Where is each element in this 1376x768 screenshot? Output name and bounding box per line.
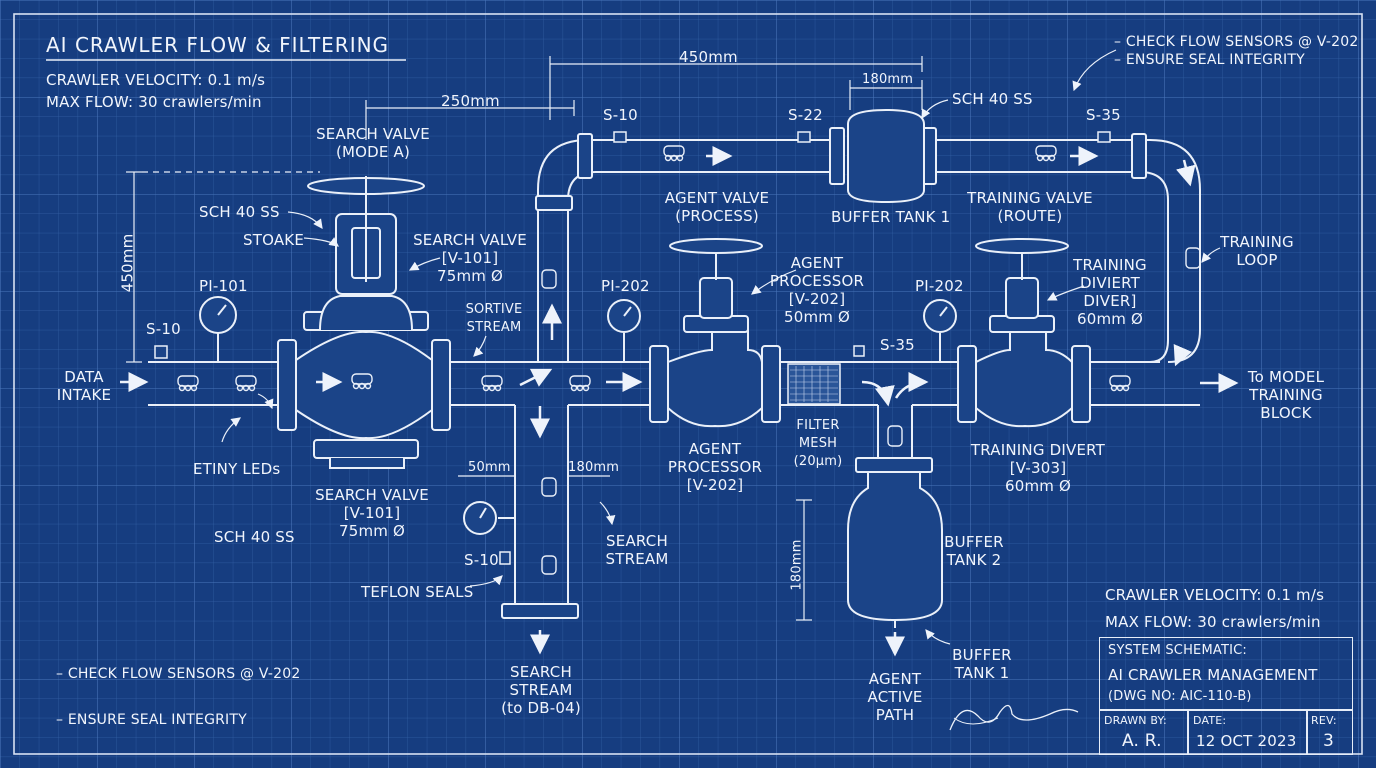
spec-velocity-right: CRAWLER VELOCITY: 0.1 m/s	[1105, 586, 1325, 604]
label-agent-valve: AGENT VALVE (PROCESS)	[664, 189, 770, 225]
sensor-pi202-left: PI-202	[601, 277, 650, 295]
title-block-divider-col1	[1187, 709, 1189, 755]
note-top-2: – ENSURE SEAL INTEGRITY	[1114, 52, 1305, 68]
label-agent-processor-top: AGENT PROCESSOR [V-202] 50mm Ø	[769, 254, 865, 326]
label-agent-active-path: AGENT ACTIVE PATH	[867, 670, 923, 724]
label-agent-processor-bottom: AGENT PROCESSOR [V-202]	[667, 440, 763, 494]
sensor-pi202-right: PI-202	[915, 277, 964, 295]
crawlers	[177, 145, 1201, 575]
note-bottom-1: – CHECK FLOW SENSORS @ V-202	[56, 666, 301, 682]
gauges	[199, 296, 957, 535]
dim-450-left: 450mm	[118, 233, 137, 293]
title-block-system-name: AI CRAWLER MANAGEMENT	[1108, 666, 1318, 684]
title-block-drawn-by-label: DRAWN BY:	[1104, 714, 1167, 727]
sensor-s10-top: S-10	[603, 106, 638, 124]
label-search-valve-right: SEARCH VALVE [V-101] 75mm Ø	[413, 231, 527, 285]
sensor-s35-top: S-35	[1086, 106, 1121, 124]
label-search-valve-top: SEARCH VALVE (MODE A)	[316, 125, 430, 161]
leader-lines	[221, 49, 1221, 645]
title-block-divider-col2	[1306, 709, 1308, 755]
sensor-s10-down: S-10	[464, 551, 499, 569]
title-block-divider-row	[1099, 709, 1353, 711]
filter-mesh	[787, 363, 841, 405]
dim-180-top: 180mm	[862, 72, 914, 87]
title-block-date-label: DATE:	[1193, 714, 1227, 727]
sensor-s10-left: S-10	[146, 320, 181, 338]
dim-250: 250mm	[441, 92, 500, 110]
label-sch40-bottom: SCH 40 SS	[214, 528, 295, 546]
signature	[949, 704, 1079, 731]
title-block-rev: 3	[1323, 731, 1335, 751]
label-teflon-seals: TEFLON SEALS	[361, 583, 474, 601]
spec-velocity-top: CRAWLER VELOCITY: 0.1 m/s	[46, 71, 266, 89]
flanges	[277, 127, 1147, 619]
dim-180-mid: 180mm	[568, 460, 620, 475]
buffer-tank-2	[847, 471, 943, 628]
label-training-divert: TRAINING DIVERT [V-303] 60mm Ø	[970, 441, 1106, 495]
sensors-glyphs	[154, 131, 1111, 565]
dim-50: 50mm	[468, 460, 511, 475]
title-block-date: 12 OCT 2023	[1196, 732, 1297, 750]
label-search-stream-bottom: SEARCH STREAM (to DB-04)	[501, 663, 581, 717]
label-etiny-leds: ETINY LEDs	[193, 460, 281, 478]
sensor-s22: S-22	[788, 106, 823, 124]
dim-180-tank: 180mm	[789, 539, 805, 591]
label-search-stream-right: SEARCH STREAM	[605, 532, 669, 568]
buffer-tank-1	[847, 108, 925, 204]
label-sortive-stream: SORTIVE STREAM	[465, 302, 523, 335]
label-buffer-tank-2: BUFFER TANK 2	[944, 533, 1004, 569]
title-block-system-label: SYSTEM SCHEMATIC:	[1108, 643, 1247, 658]
note-bottom-2: – ENSURE SEAL INTEGRITY	[56, 712, 247, 728]
note-top-1: – CHECK FLOW SENSORS @ V-202	[1114, 34, 1359, 50]
sensor-pi101: PI-101	[199, 277, 248, 295]
label-buffer-tank-1: BUFFER TANK 1	[831, 208, 951, 226]
label-stoake: STOAKE	[243, 231, 305, 249]
label-filter-mesh: FILTER MESH (20μm)	[793, 418, 843, 469]
title-block-dwg: (DWG NO: AIC-110-B)	[1108, 689, 1252, 704]
label-training-diviert: TRAINING DIVIERT DIVER] 60mm Ø	[1073, 256, 1147, 328]
title-block-rev-label: REV:	[1311, 714, 1337, 727]
label-data-intake: DATA INTAKE	[56, 368, 112, 404]
agent-valve-body	[667, 238, 763, 428]
title-block	[1099, 637, 1353, 755]
label-search-valve-bottom: SEARCH VALVE [V-101] 75mm Ø	[315, 486, 429, 540]
title-block-drawn-by: A. R.	[1122, 731, 1162, 751]
label-buffer-tank-1-bottom: BUFFER TANK 1	[952, 646, 1012, 682]
dim-450-top: 450mm	[679, 48, 738, 66]
label-training-loop: TRAINING LOOP	[1220, 233, 1294, 269]
label-training-valve: TRAINING VALVE (ROUTE)	[967, 189, 1093, 225]
dimension-lines	[126, 56, 923, 621]
spec-flow-right: MAX FLOW: 30 crawlers/min	[1105, 613, 1321, 631]
label-to-model-training: To MODEL TRAINING BLOCK	[1247, 368, 1325, 422]
sheet-border	[13, 13, 1363, 755]
training-valve-body	[975, 238, 1073, 428]
flow-arrows	[120, 146, 1239, 657]
sensor-s35-mid: S-35	[880, 336, 915, 354]
label-sch40-top-mid: SCH 40 SS	[952, 90, 1033, 108]
diagram-title: AI CRAWLER FLOW & FILTERING	[46, 33, 390, 57]
spec-flow-top: MAX FLOW: 30 crawlers/min	[46, 93, 262, 111]
label-sch40-top-left: SCH 40 SS	[199, 203, 280, 221]
